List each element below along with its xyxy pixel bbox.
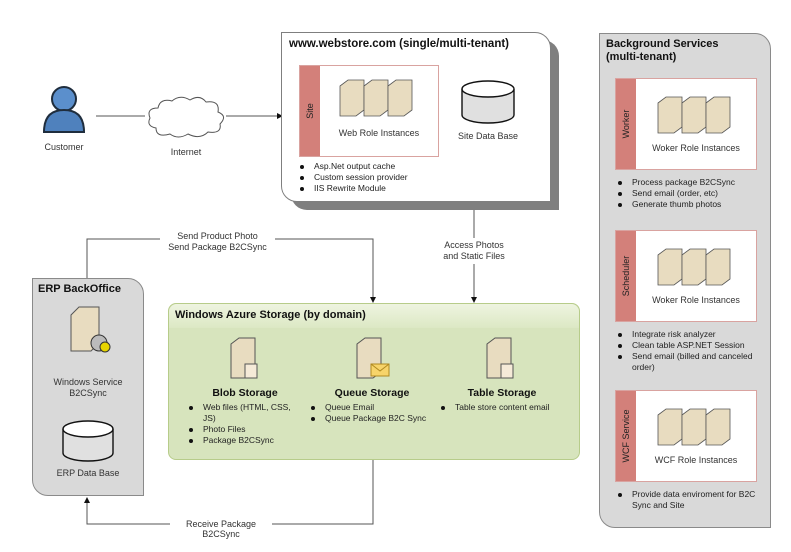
azure-header (169, 304, 579, 328)
azure-panel: Windows Azure Storage (by domain) Blob S… (168, 303, 580, 460)
blob-bullets: Web files (HTML, CSS, JS) Photo Files Pa… (185, 402, 305, 446)
blob-item: Package B2CSync (185, 435, 305, 446)
worker-role-box: Worker Woker Role Instances (615, 78, 757, 170)
scheduler-tab: Scheduler (621, 255, 631, 297)
queue-storage: Queue Storage Queue Email Queue Package … (307, 336, 437, 424)
receive-arrow (84, 497, 172, 525)
table-item: Table store content email (437, 402, 567, 413)
blob-item: Photo Files (185, 424, 305, 435)
table-bullets: Table store content email (437, 402, 567, 413)
site-db-label: Site Data Base (457, 131, 519, 141)
blob-storage: Blob Storage Web files (HTML, CSS, JS) P… (185, 336, 305, 446)
scheduler-label: Woker Role Instances (652, 295, 740, 305)
web-servers-icon (339, 79, 413, 117)
feature-item: Custom session provider (296, 172, 408, 183)
internet-node: Internet (144, 94, 228, 157)
table-storage: Table Storage Table store content email (437, 336, 567, 413)
internet-label: Internet (170, 147, 202, 157)
customer-node: Customer (36, 84, 92, 152)
queue-title: Queue Storage (334, 387, 410, 399)
background-title: Background Services(multi-tenant) (606, 38, 719, 63)
feature-item: Asp.Net output cache (296, 161, 408, 172)
cloud-icon (148, 96, 224, 138)
erp-send-arrow (275, 238, 376, 303)
wcf-servers-icon (657, 408, 731, 446)
windows-service-icon (70, 306, 111, 353)
customer-label: Customer (44, 142, 84, 152)
webstore-features: Asp.Net output cache Custom session prov… (296, 161, 408, 194)
worker-servers-icon (657, 96, 731, 134)
blob-item: Web files (HTML, CSS, JS) (185, 402, 305, 424)
azure-title: Windows Azure Storage (by domain) (175, 309, 366, 321)
feature-item: IIS Rewrite Module (296, 183, 408, 194)
table-title: Table Storage (467, 387, 537, 399)
receive-line-a (270, 459, 374, 525)
erp-database-icon (62, 420, 114, 462)
web-roles-label: Web Role Instances (338, 128, 420, 138)
wcf-bullets: Provide data enviroment for B2C Sync and… (614, 489, 764, 511)
blob-title: Blob Storage (212, 387, 278, 399)
customer-icon (42, 86, 86, 133)
background-panel: Background Services(multi-tenant) Worker… (599, 33, 771, 528)
wcf-tab: WCF Service (621, 409, 631, 463)
site-role-box: Site Web Role Instances (299, 65, 439, 157)
webstore-panel: www.webstore.com (single/multi-tenant) S… (281, 32, 551, 202)
erp-title: ERP BackOffice (38, 283, 121, 295)
site-tab: Site (300, 66, 320, 156)
wcf-label: WCF Role Instances (654, 455, 738, 465)
blob-server-icon (230, 337, 258, 379)
scheduler-servers-icon (657, 248, 731, 286)
worker-label: Woker Role Instances (652, 143, 740, 153)
queue-bullets: Queue Email Queue Package B2C Sync (307, 402, 437, 424)
erp-send-line-a (86, 238, 160, 283)
wcf-role-box: WCF Service WCF Role Instances (615, 390, 757, 482)
worker-tab: Worker (621, 109, 631, 139)
receive-label: Receive Package B2CSync (170, 519, 272, 539)
table-server-icon (486, 337, 514, 379)
queue-item: Queue Package B2C Sync (307, 413, 437, 424)
erp-db-label: ERP Data Base (56, 468, 120, 478)
scheduler-role-box: Scheduler Woker Role Instances (615, 230, 757, 322)
queue-item: Queue Email (307, 402, 437, 413)
webstore-title: www.webstore.com (single/multi-tenant) (289, 38, 510, 50)
site-database-icon (461, 80, 515, 124)
queue-server-icon (356, 337, 390, 379)
